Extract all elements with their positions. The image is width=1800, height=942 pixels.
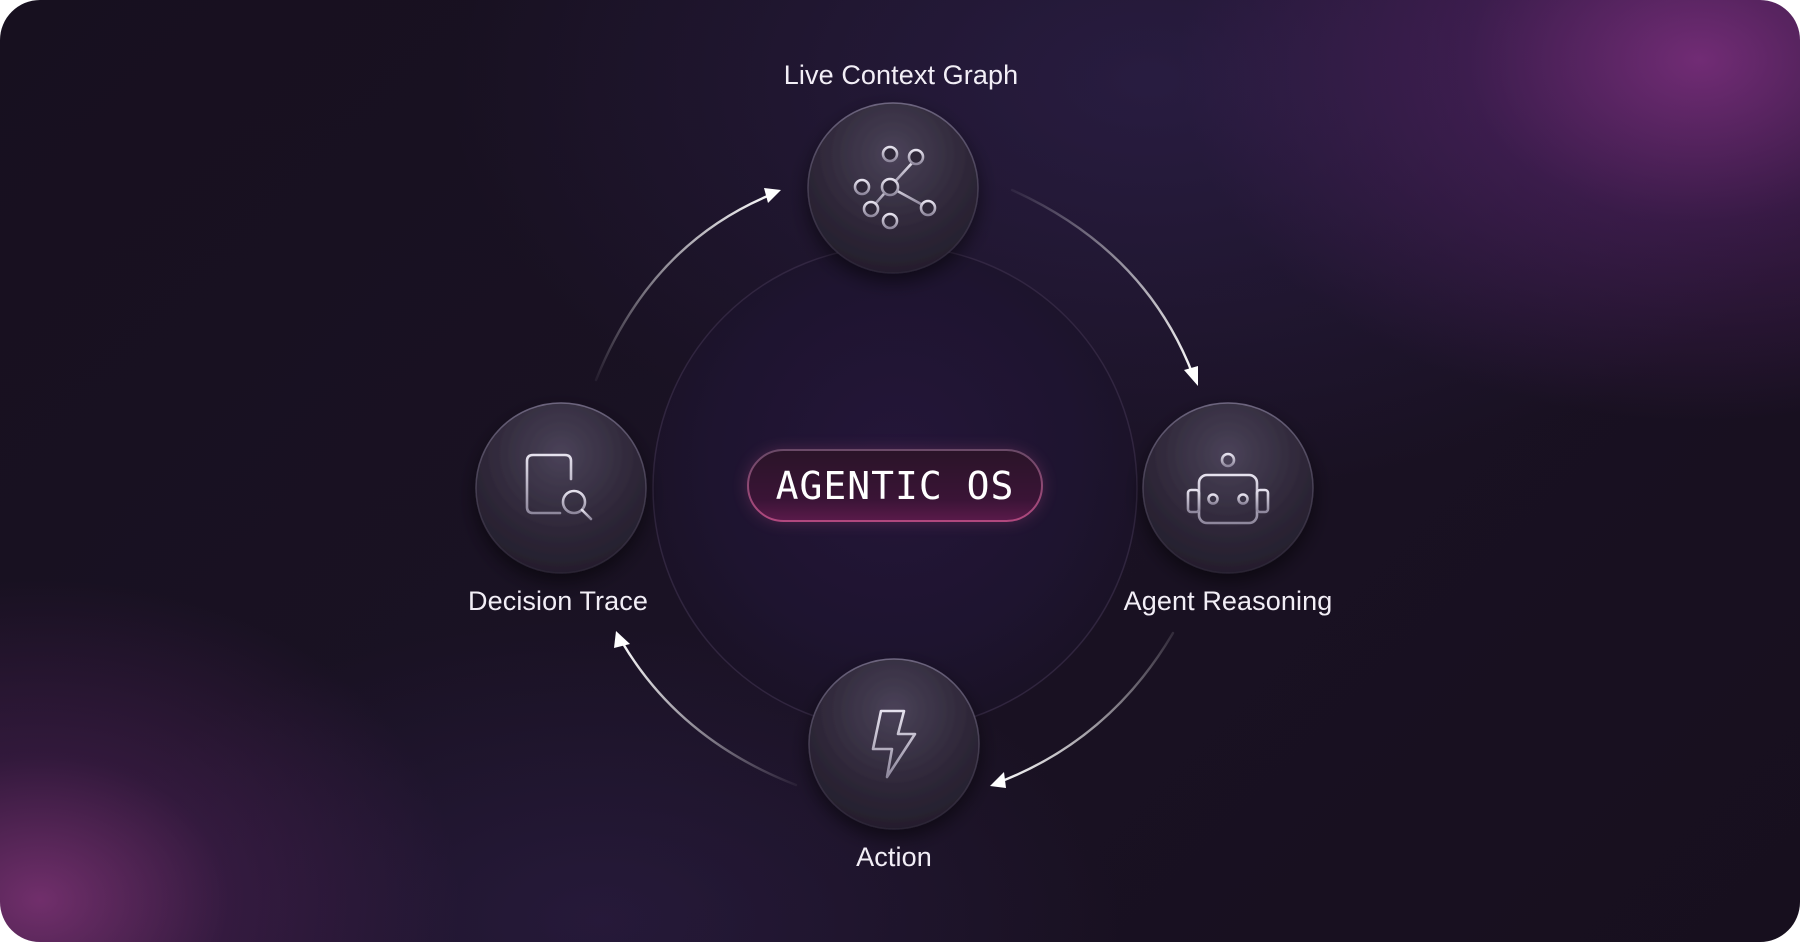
robot-icon (1186, 452, 1270, 525)
label-decision-trace: Decision Trace (468, 586, 648, 616)
arrow-graph-to-reasoning (1010, 188, 1195, 377)
label-agent-reasoning: Agent Reasoning (1123, 586, 1333, 616)
arrowhead-reasoning (1184, 366, 1198, 386)
label-action: Action (856, 842, 932, 872)
node-agent-reasoning (1142, 402, 1314, 574)
arrow-trace-to-graph (594, 193, 772, 382)
arrowhead-graph (764, 188, 781, 203)
arrowhead-trace (614, 631, 630, 648)
label-live-context-graph: Live Context Graph (783, 60, 1019, 90)
agentic-os-pill (747, 449, 1043, 522)
node-action (808, 658, 980, 830)
node-decision-trace (475, 402, 647, 574)
flow-arrows (594, 188, 1198, 788)
center-label: AGENTIC OS (775, 464, 1015, 508)
network-graph-icon (853, 145, 937, 230)
arrowhead-action (990, 772, 1006, 788)
lightning-bolt-icon (871, 709, 917, 779)
document-search-icon (525, 453, 593, 521)
arrow-action-to-trace (620, 640, 798, 787)
arrow-reasoning-to-action (995, 631, 1175, 785)
